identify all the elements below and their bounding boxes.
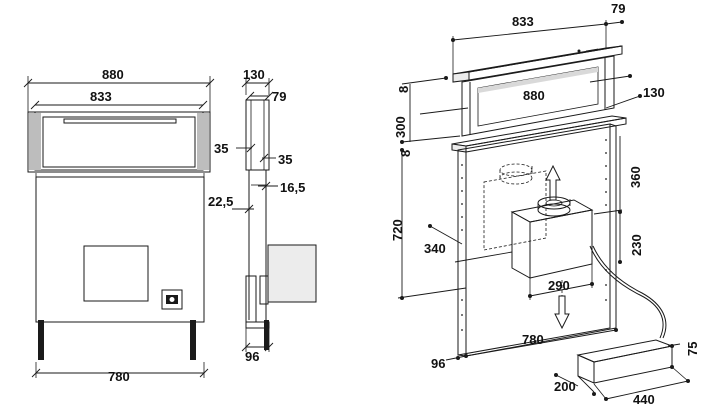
dim-iso-230: 230 (629, 234, 644, 256)
dim-side-130: 130 (243, 67, 265, 82)
dim-iso-360: 360 (628, 166, 643, 188)
front-view: 880 833 780 (23, 67, 215, 384)
dim-iso-130: 130 (643, 85, 665, 100)
dim-front-880: 880 (102, 67, 124, 82)
dim-iso-340: 340 (424, 241, 446, 256)
dim-side-16-5: 16,5 (280, 180, 305, 195)
dim-side-79: 79 (272, 89, 286, 104)
dim-iso-8-top: 8 (396, 86, 411, 93)
dim-side-35-right: 35 (278, 152, 292, 167)
dim-iso-75: 75 (685, 342, 700, 356)
dim-iso-780: 780 (522, 332, 544, 347)
dim-iso-96: 96 (431, 356, 445, 371)
dim-iso-79: 79 (611, 1, 625, 16)
dim-iso-290: 290 (548, 278, 570, 293)
dim-iso-440: 440 (633, 392, 655, 407)
dim-side-22-5: 22,5 (208, 194, 233, 209)
dim-iso-8-bottom: 8 (398, 150, 413, 157)
dim-side-35-left: 35 (214, 141, 228, 156)
dim-front-833: 833 (90, 89, 112, 104)
dim-iso-300: 300 (393, 116, 408, 138)
iso-view: 833 79 8 300 8 880 130 (390, 1, 700, 407)
dim-iso-720: 720 (390, 219, 405, 241)
dim-front-780: 780 (108, 369, 130, 384)
dim-iso-200: 200 (554, 379, 576, 394)
dim-side-96: 96 (245, 349, 259, 364)
dim-iso-880: 880 (523, 88, 545, 103)
dim-iso-833: 833 (512, 14, 534, 29)
side-view: 130 79 35 35 16,5 22,5 (208, 67, 317, 364)
